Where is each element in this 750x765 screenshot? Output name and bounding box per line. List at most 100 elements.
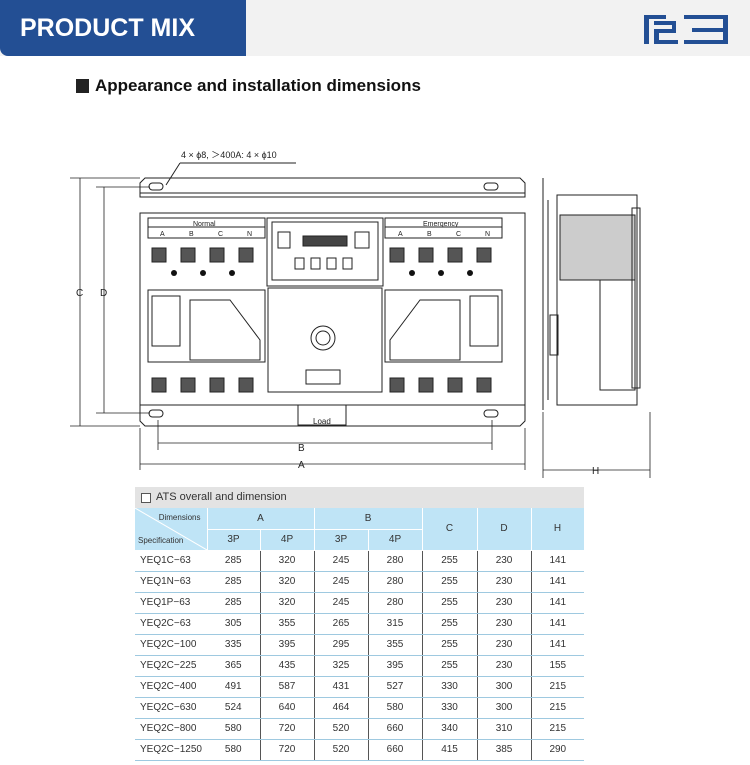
value-cell: 580 [207, 739, 261, 761]
phase-label: N [247, 231, 252, 238]
value-cell: 255 [422, 613, 478, 635]
value-cell: 720 [260, 739, 315, 761]
brand-logo [644, 15, 728, 44]
dim-label-a: A [298, 460, 305, 471]
value-cell: 580 [368, 697, 423, 719]
dim-label-b: B [298, 443, 305, 454]
hole-note: 4 × ϕ8, ＞400A: 4 × ϕ10 [181, 150, 277, 160]
value-cell: 141 [531, 550, 585, 572]
value-cell: 285 [207, 592, 261, 614]
value-cell: 325 [314, 655, 369, 677]
header-h: H [531, 508, 585, 551]
value-cell: 141 [531, 613, 585, 635]
section-heading: Appearance and installation dimensions [76, 76, 421, 96]
value-cell: 395 [368, 655, 423, 677]
spec-cell: YEQ1N−63 [135, 571, 207, 593]
dim-label-c: C [76, 288, 83, 299]
value-cell: 215 [531, 676, 585, 698]
spec-cell: YEQ2C−225 [135, 655, 207, 677]
value-cell: 520 [314, 718, 369, 740]
corner-top: Dimensions [158, 513, 201, 522]
header-d: D [477, 508, 532, 551]
value-cell: 305 [207, 613, 261, 635]
dim-label-d: D [100, 288, 107, 299]
value-cell: 285 [207, 571, 261, 593]
value-cell: 265 [314, 613, 369, 635]
header-a: A [207, 508, 315, 530]
corner-header: Dimensions Specification [135, 508, 208, 551]
dimension-table: ATS overall and dimension Dimensions Spe… [135, 487, 585, 761]
page-title: PRODUCT MIX [0, 0, 246, 56]
value-cell: 141 [531, 634, 585, 656]
value-cell: 280 [368, 592, 423, 614]
emergency-label: Emergency [423, 221, 459, 228]
value-cell: 230 [477, 571, 532, 593]
spec-cell: YEQ2C−630 [135, 697, 207, 719]
value-cell: 141 [531, 571, 585, 593]
value-cell: 300 [477, 697, 532, 719]
spec-cell: YEQ2C−100 [135, 634, 207, 656]
value-cell: 330 [422, 697, 478, 719]
value-cell: 255 [422, 571, 478, 593]
value-cell: 255 [422, 550, 478, 572]
value-cell: 215 [531, 697, 585, 719]
value-cell: 245 [314, 571, 369, 593]
value-cell: 315 [368, 613, 423, 635]
value-cell: 295 [314, 634, 369, 656]
value-cell: 320 [260, 550, 315, 572]
value-cell: 141 [531, 592, 585, 614]
value-cell: 524 [207, 697, 261, 719]
value-cell: 491 [207, 676, 261, 698]
normal-label: Normal [193, 221, 216, 228]
value-cell: 660 [368, 739, 423, 761]
spec-cell: YEQ2C−63 [135, 613, 207, 635]
phase-label: B [427, 231, 432, 238]
value-cell: 245 [314, 592, 369, 614]
phase-label: C [218, 231, 223, 238]
value-cell: 280 [368, 571, 423, 593]
value-cell: 355 [368, 634, 423, 656]
value-cell: 640 [260, 697, 315, 719]
value-cell: 365 [207, 655, 261, 677]
value-cell: 285 [207, 550, 261, 572]
phase-label: A [398, 231, 403, 238]
subheader: 3P [314, 529, 369, 551]
header-b: B [314, 508, 423, 530]
value-cell: 431 [314, 676, 369, 698]
value-cell: 720 [260, 718, 315, 740]
value-cell: 415 [422, 739, 478, 761]
value-cell: 255 [422, 592, 478, 614]
value-cell: 355 [260, 613, 315, 635]
dim-label-h: H [592, 466, 599, 477]
phase-label: A [160, 231, 165, 238]
spec-cell: YEQ1C−63 [135, 550, 207, 572]
corner-bottom: Specification [138, 535, 184, 545]
spec-cell: YEQ2C−400 [135, 676, 207, 698]
spec-cell: YEQ2C−800 [135, 718, 207, 740]
value-cell: 464 [314, 697, 369, 719]
value-cell: 520 [314, 739, 369, 761]
value-cell: 290 [531, 739, 585, 761]
checkbox-square-icon [141, 492, 151, 503]
value-cell: 215 [531, 718, 585, 740]
value-cell: 255 [422, 634, 478, 656]
value-cell: 320 [260, 571, 315, 593]
value-cell: 230 [477, 592, 532, 614]
value-cell: 155 [531, 655, 585, 677]
load-label: Load [313, 417, 331, 426]
dimension-drawing: 4 × ϕ8, ＞400A: 4 × ϕ10 Normal Emergency … [70, 150, 651, 478]
value-cell: 435 [260, 655, 315, 677]
value-cell: 340 [422, 718, 478, 740]
phase-label: C [456, 231, 461, 238]
value-cell: 580 [207, 718, 261, 740]
value-cell: 255 [422, 655, 478, 677]
section-title: Appearance and installation dimensions [95, 76, 421, 95]
